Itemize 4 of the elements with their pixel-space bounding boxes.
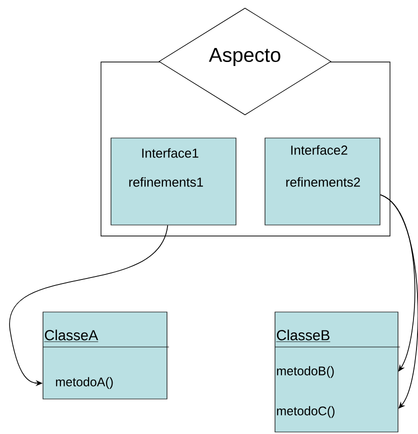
class-box: ClasseB metodoB() metodoC() <box>274 312 400 432</box>
interface-box: Interface2 refinements2 <box>264 138 380 226</box>
interface-box: Interface1 refinements1 <box>110 138 236 226</box>
class-box: ClasseA metodoA() <box>42 312 170 400</box>
